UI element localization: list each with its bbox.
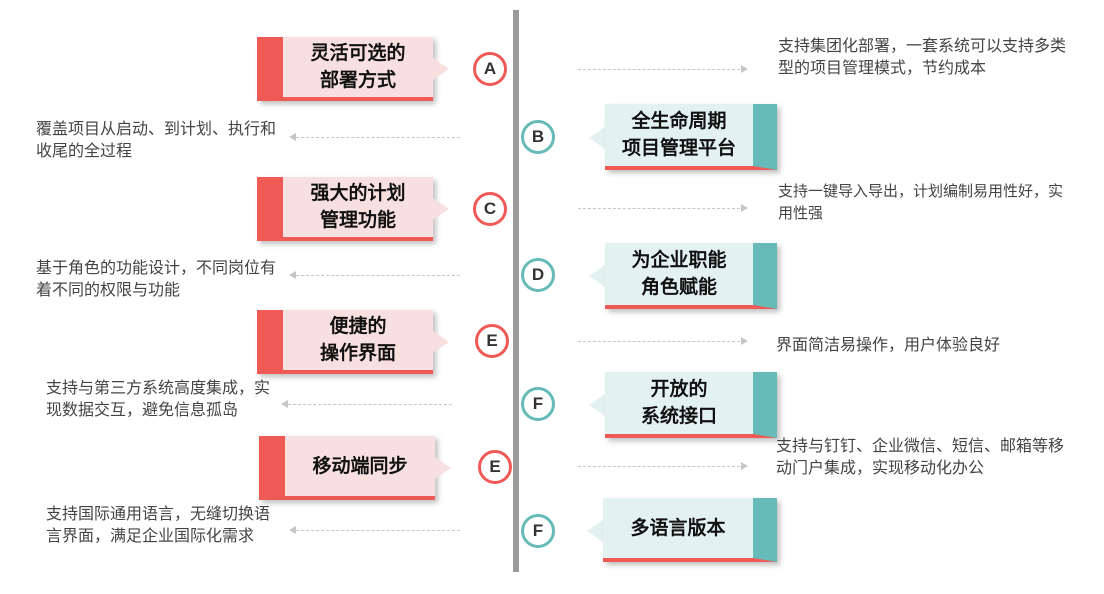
feature-card-f-language: 多语言版本	[603, 498, 777, 562]
feature-title-line: 角色赋能	[640, 276, 717, 298]
connector-line	[578, 466, 740, 467]
feature-card-e: 便捷的操作界面	[257, 310, 433, 374]
connector-arrow	[289, 133, 296, 141]
connector-line	[296, 275, 460, 276]
connector-line	[578, 208, 740, 209]
card-pointer	[435, 457, 451, 479]
feature-description-b: 覆盖项目从启动、到计划、执行和收尾的全过程	[36, 119, 277, 160]
connector-line	[288, 404, 452, 405]
card-pointer	[433, 331, 449, 353]
badge-a: A	[473, 52, 507, 86]
feature-title-line: 开放的	[650, 378, 708, 400]
badge-c: C	[473, 192, 507, 226]
feature-title-line: 系统接口	[640, 405, 717, 427]
card-pointer	[433, 198, 449, 220]
feature-title-line: 多语言版本	[630, 516, 726, 539]
connector-arrow	[281, 400, 288, 408]
connector-line	[578, 69, 740, 70]
connector-arrow	[741, 462, 748, 470]
connector-arrow	[741, 65, 748, 73]
feature-card-a: 灵活可选的部署方式	[257, 37, 433, 101]
feature-card-f: 开放的系统接口	[605, 372, 777, 438]
feature-title-line: 为企业职能	[631, 249, 727, 271]
feature-title-line: 便捷的	[329, 315, 387, 337]
connector-arrow	[289, 271, 296, 279]
feature-description-f-language: 支持国际通用语言，无缝切换语言界面，满足企业国际化需求	[46, 504, 271, 545]
feature-description-a: 支持集团化部署，一套系统可以支持多类型的项目管理模式，节约成本	[778, 36, 1067, 77]
card-pointer	[433, 58, 449, 80]
connector-arrow	[289, 526, 296, 534]
feature-title-line: 灵活可选的	[310, 42, 406, 64]
connector-arrow	[741, 204, 748, 212]
feature-title-line: 部署方式	[319, 69, 396, 91]
card-pointer	[589, 265, 605, 287]
feature-title-line: 项目管理平台	[621, 137, 736, 159]
badge-d: D	[521, 258, 555, 292]
badge-f-language: F	[521, 514, 555, 548]
card-pointer	[589, 127, 605, 149]
timeline-axis	[513, 10, 519, 572]
badge-e: E	[475, 324, 509, 358]
badge-f: F	[521, 387, 555, 421]
feature-title-line: 全生命周期	[631, 110, 727, 132]
feature-description-c: 支持一键导入导出，计划编制易用性好，实用性强	[778, 182, 1064, 222]
card-pointer	[587, 520, 603, 542]
feature-description-e: 界面简洁易操作，用户体验良好	[776, 335, 1001, 354]
feature-title-line: 强大的计划	[310, 182, 406, 204]
connector-line	[296, 530, 460, 531]
connector-line	[296, 137, 460, 138]
feature-title-line: 移动端同步	[312, 454, 408, 477]
feature-title-line: 管理功能	[319, 209, 396, 231]
feature-card-b: 全生命周期项目管理平台	[605, 104, 777, 170]
feature-description-e-mobile: 支持与钉钉、企业微信、短信、邮箱等移动门户集成，实现移动化办公	[776, 436, 1065, 477]
connector-line	[578, 341, 740, 342]
badge-b: B	[521, 120, 555, 154]
badge-e-mobile: E	[478, 450, 512, 484]
card-pointer	[589, 394, 605, 416]
feature-card-d: 为企业职能角色赋能	[605, 243, 777, 309]
feature-card-e-mobile: 移动端同步	[259, 436, 435, 500]
feature-description-d: 基于角色的功能设计，不同岗位有着不同的权限与功能	[36, 258, 277, 299]
feature-card-c: 强大的计划管理功能	[257, 177, 433, 241]
connector-arrow	[741, 337, 748, 345]
feature-title-line: 操作界面	[319, 342, 396, 364]
feature-description-f: 支持与第三方系统高度集成，实现数据交互，避免信息孤岛	[46, 378, 271, 419]
